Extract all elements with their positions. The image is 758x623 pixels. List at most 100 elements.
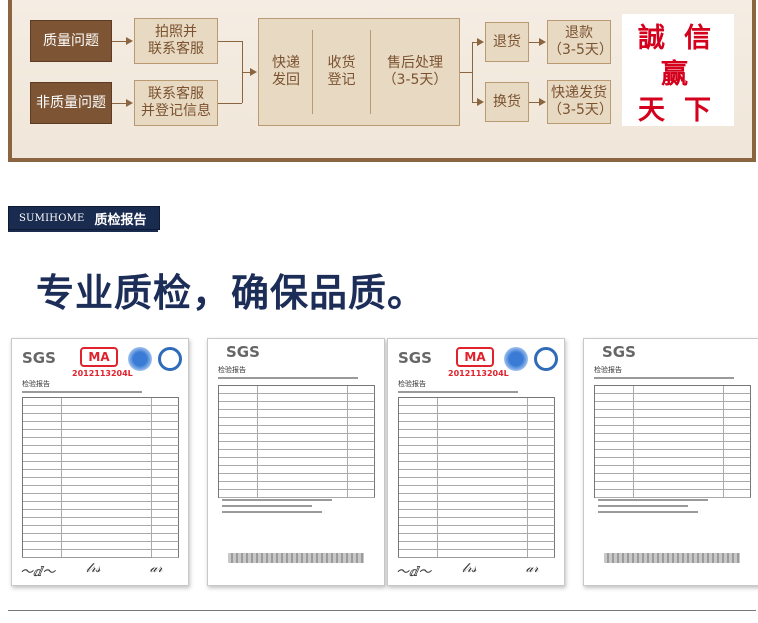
- text-line: [22, 391, 142, 393]
- section-label: 质检报告: [94, 212, 147, 228]
- refund-line2: （3-5天）: [548, 42, 613, 58]
- signature-image: 𝓁𝓇𝓈: [86, 561, 101, 576]
- receive-register-step: 收货 登记: [313, 50, 370, 94]
- exchange-box: 换货: [485, 82, 529, 122]
- text-line: [398, 391, 518, 393]
- signature-image: 〜ⅆ〜: [20, 565, 56, 580]
- express-back-step: 快递 发回: [260, 50, 312, 94]
- after-sales-line1: 售后处理: [387, 55, 443, 71]
- signature-image: 𝒶𝓇: [150, 561, 163, 576]
- refund-line1: 退款: [565, 25, 593, 41]
- slogan-char: 下: [684, 95, 711, 126]
- quality-issue-label: 质量问题: [43, 32, 99, 49]
- slogan-char: 赢: [661, 59, 688, 90]
- text-line: [598, 505, 688, 507]
- report-table: [218, 385, 375, 498]
- photo-contact-line2: 联系客服: [148, 41, 204, 57]
- brand-name: SUMIHOME: [19, 212, 85, 224]
- connector-line: [112, 41, 126, 42]
- divider: [370, 30, 371, 114]
- express-ship-box: 快递发货 （3-5天）: [547, 80, 613, 124]
- report-table: [594, 385, 751, 498]
- accreditation-seal-icon: [128, 347, 152, 371]
- divider: [8, 610, 756, 611]
- report-title: 检验报告: [594, 366, 622, 374]
- arrow-icon: [539, 38, 546, 46]
- sgs-logo: SGS: [398, 349, 432, 367]
- arrow-icon: [539, 98, 546, 106]
- connector-line: [112, 103, 126, 104]
- text-line: [222, 511, 322, 513]
- accreditation-seal-icon: [534, 347, 558, 371]
- connector-line: [472, 42, 478, 43]
- contact-register-line2: 并登记信息: [141, 103, 211, 119]
- sgs-logo: SGS: [602, 343, 636, 361]
- cma-logo: MA: [456, 347, 494, 367]
- slogan-char: 信: [684, 23, 711, 54]
- certificate-page: SGS MA 2012113204L 检验报告 〜ⅆ〜 𝓁𝓇𝓈 𝒶𝓇: [11, 338, 189, 586]
- connector-line: [472, 42, 473, 102]
- page-headline: 专业质检，确保品质。: [36, 271, 427, 315]
- connector-line: [218, 41, 242, 42]
- signature-image: 〜ⅆ〜: [396, 565, 432, 580]
- express-ship-line1: 快递发货: [551, 85, 607, 101]
- text-line: [222, 499, 332, 501]
- sgs-logo: SGS: [226, 343, 260, 361]
- certificate-page: SGS 检验报告: [583, 338, 758, 586]
- slogan-char: 誠: [638, 23, 665, 54]
- text-line: [598, 499, 708, 501]
- contact-register-line1: 联系客服: [148, 86, 204, 102]
- slogan-background: [622, 14, 734, 126]
- slogan-char: 天: [638, 95, 665, 126]
- process-steps-box: [258, 18, 460, 126]
- accreditation-seal-icon: [504, 347, 528, 371]
- report-table: [22, 397, 179, 558]
- connector-line: [472, 102, 478, 103]
- refund-box: 退款 （3-5天）: [547, 20, 613, 64]
- express-back-line2: 发回: [272, 72, 300, 88]
- express-ship-line2: （3-5天）: [548, 102, 613, 118]
- text-line: [398, 557, 528, 558]
- divider: [312, 30, 313, 114]
- cma-number: 2012113204L: [72, 369, 133, 378]
- return-label: 退货: [493, 33, 521, 50]
- after-sales-line2: （3-5天）: [382, 72, 448, 88]
- exchange-label: 换货: [493, 93, 521, 110]
- stamp-strip: [228, 553, 364, 563]
- photo-contact-line1: 拍照并: [155, 24, 197, 40]
- text-line: [222, 505, 312, 507]
- cma-number: 2012113204L: [448, 369, 509, 378]
- accreditation-seal-icon: [158, 347, 182, 371]
- connector-line: [242, 72, 250, 73]
- quality-issue-box: 质量问题: [30, 20, 112, 62]
- report-table: [398, 397, 555, 558]
- text-line: [218, 377, 358, 379]
- text-line: [594, 377, 734, 379]
- text-line: [22, 557, 152, 558]
- arrow-icon: [126, 37, 133, 45]
- arrow-icon: [477, 38, 484, 46]
- report-title: 检验报告: [398, 380, 426, 388]
- arrow-icon: [126, 99, 133, 107]
- non-quality-issue-label: 非质量问题: [36, 94, 106, 111]
- contact-register-box: 联系客服 并登记信息: [134, 80, 218, 126]
- signature-image: 𝒶𝓇: [526, 561, 539, 576]
- report-title: 检验报告: [22, 380, 50, 388]
- sgs-logo: SGS: [22, 349, 56, 367]
- certificate-page: SGS 检验报告: [207, 338, 385, 586]
- stamp-strip: [604, 553, 740, 563]
- non-quality-issue-box: 非质量问题: [30, 82, 112, 124]
- photo-contact-box: 拍照并 联系客服: [134, 18, 218, 64]
- return-box: 退货: [485, 22, 529, 62]
- section-underline: [8, 230, 158, 232]
- receive-register-line2: 登记: [327, 72, 356, 88]
- connector-line: [529, 102, 539, 103]
- arrow-icon: [250, 68, 257, 76]
- section-title-bar: SUMIHOME 质检报告: [8, 206, 160, 230]
- report-title: 检验报告: [218, 366, 246, 374]
- arrow-icon: [477, 98, 484, 106]
- signature-image: 𝓁𝓇𝓈: [462, 561, 477, 576]
- cma-logo: MA: [80, 347, 118, 367]
- connector-line: [460, 72, 472, 73]
- express-back-line1: 快递: [272, 55, 300, 71]
